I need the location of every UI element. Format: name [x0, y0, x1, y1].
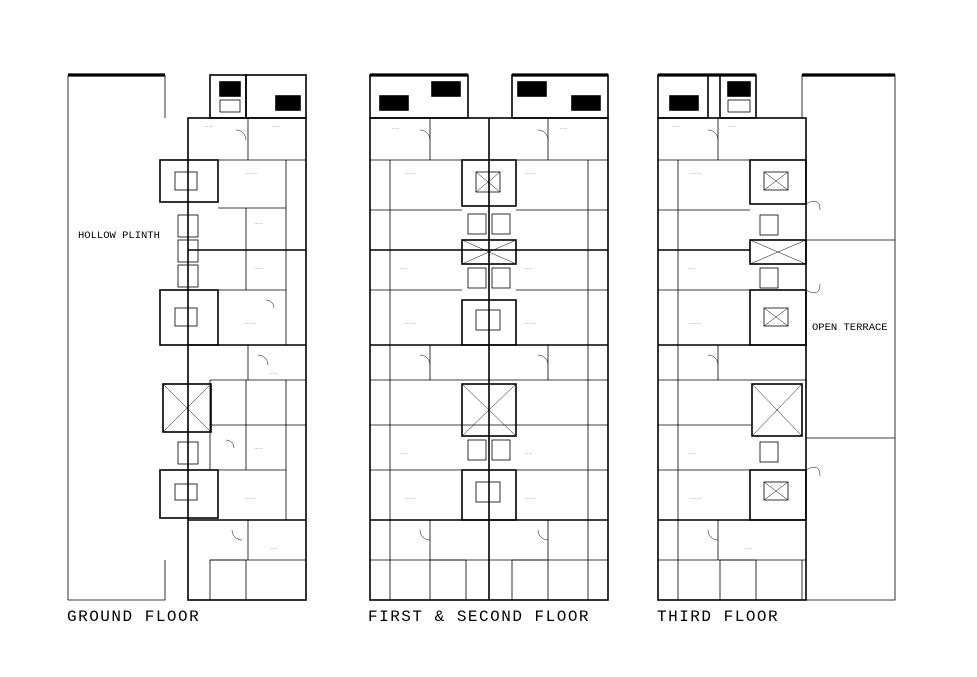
ground-lift-4 — [177, 441, 199, 465]
svg-text:··· ···: ··· ··· — [255, 267, 262, 271]
svg-text:··· ···: ··· ··· — [525, 267, 532, 271]
svg-text:··· ····: ··· ···· — [272, 125, 280, 129]
ground-lift-3 — [177, 264, 199, 288]
hollow-plinth-label: HOLLOW PLINTH — [78, 230, 160, 242]
ground-floor-plan: ··· ···· ··· ···· ··· ··· ··· ··· ··· ··… — [67, 73, 307, 601]
ground-shaft-b — [275, 95, 301, 111]
first-second-floor-plan: ··· ··· ··· ··· ··· ··· ··· ··· ··· ··· … — [369, 73, 609, 601]
ground-stair-1-core — [174, 171, 198, 191]
ground-duct — [162, 383, 212, 433]
svg-text:··· ···: ··· ··· — [672, 125, 679, 129]
first-second-floor-caption: FIRST & SECOND FLOOR — [368, 608, 590, 626]
svg-text:··· ··· ···: ··· ··· ··· — [246, 172, 257, 176]
svg-text:··· ···: ··· ··· — [525, 452, 532, 456]
third-floor-caption: THIRD FLOOR — [657, 608, 779, 626]
svg-text:··· ···: ··· ··· — [745, 547, 752, 551]
ground-floor-caption: GROUND FLOOR — [67, 608, 200, 626]
ground-stair-1 — [159, 159, 219, 203]
svg-text:··· ··· ···: ··· ··· ··· — [525, 172, 536, 176]
ground-building-outline — [187, 117, 307, 601]
ground-lift-2 — [177, 239, 199, 263]
ground-top-tower-right — [245, 74, 307, 119]
ground-shaft-c — [219, 99, 241, 113]
svg-text:··· ···: ··· ··· — [392, 127, 399, 131]
ground-lift-1 — [177, 214, 199, 238]
svg-text:··· ··· ···: ··· ··· ··· — [405, 172, 416, 176]
svg-text:··· ···: ··· ··· — [255, 222, 262, 226]
svg-text:··· ··· ···: ··· ··· ··· — [245, 322, 256, 326]
svg-text:··· ··· ···: ··· ··· ··· — [690, 497, 701, 501]
svg-text:··· ··· ···: ··· ··· ··· — [405, 322, 416, 326]
open-terrace-label: OPEN TERRACE — [812, 322, 888, 334]
svg-text:··· ···: ··· ··· — [688, 452, 695, 456]
svg-text:··· ··· ···: ··· ··· ··· — [690, 322, 701, 326]
svg-text:··· ···: ··· ··· — [255, 447, 262, 451]
svg-text:··· ··· ···: ··· ··· ··· — [690, 172, 701, 176]
svg-text:··· ···: ··· ··· — [728, 125, 735, 129]
svg-text:··· ···: ··· ··· — [688, 267, 695, 271]
svg-text:··· ····: ··· ···· — [205, 125, 213, 129]
svg-text:··· ··· ···: ··· ··· ··· — [245, 497, 256, 501]
open-terrace-outline — [801, 74, 896, 601]
third-floor-plan: ··· ··· ··· ··· ··· ··· ··· ··· ··· ··· … — [657, 73, 896, 601]
svg-text:··· ··· ···: ··· ··· ··· — [405, 497, 416, 501]
svg-text:··· ···: ··· ··· — [270, 547, 277, 551]
svg-text:··· ··· ···: ··· ··· ··· — [525, 497, 536, 501]
ground-stair-2-core — [174, 307, 198, 327]
hollow-plinth-outline — [67, 75, 166, 601]
svg-text:··· ··· ···: ··· ··· ··· — [525, 322, 536, 326]
svg-text:··· ···: ··· ··· — [400, 452, 407, 456]
svg-text:··· ···: ··· ··· — [270, 372, 277, 376]
svg-text:··· ···: ··· ··· — [400, 267, 407, 271]
ground-stair-3-core — [174, 483, 198, 501]
ground-stair-2 — [159, 289, 219, 346]
ground-stair-3 — [159, 469, 219, 519]
ground-shaft-a — [219, 81, 241, 97]
svg-text:··· ···: ··· ··· — [560, 127, 567, 131]
